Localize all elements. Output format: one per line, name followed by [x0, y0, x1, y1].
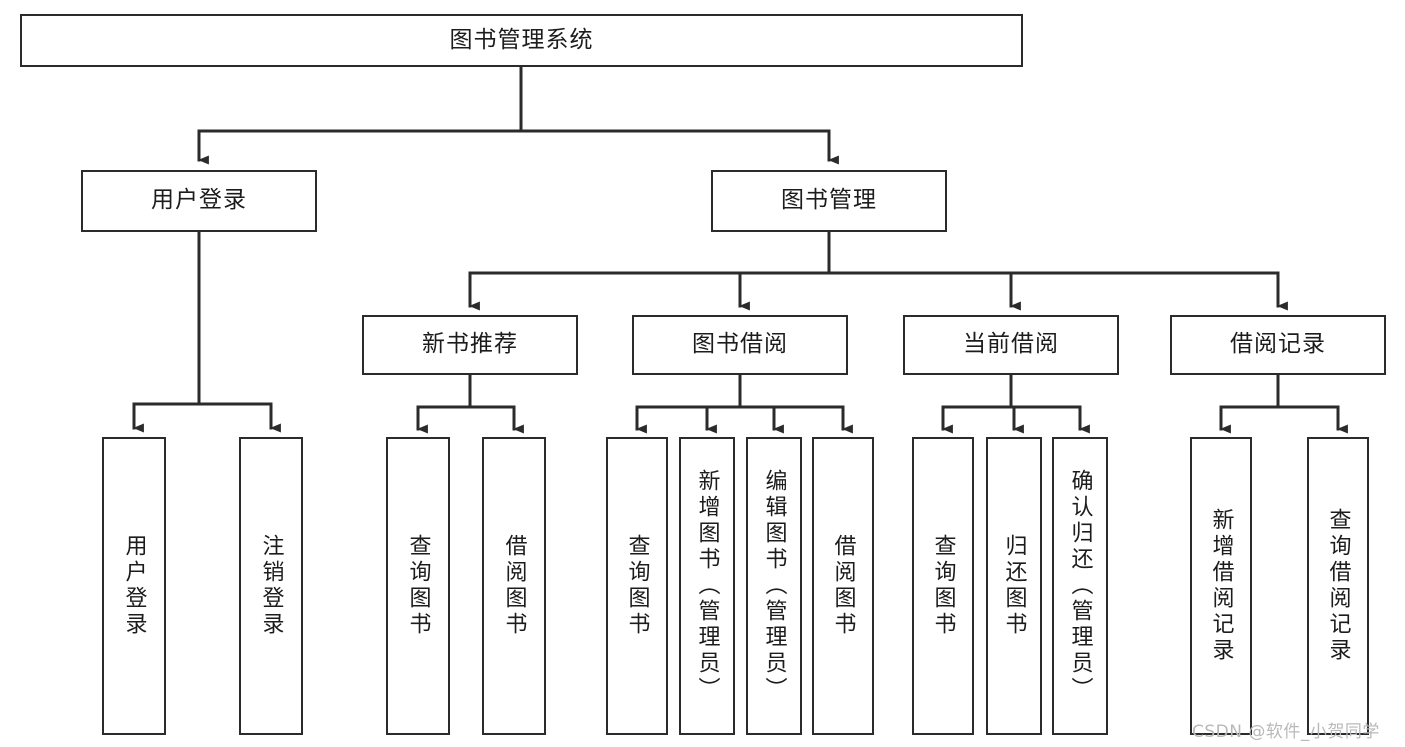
node-book-borrow[interactable]: 图书借阅: [632, 315, 848, 375]
node-user-login-label: 用户登录: [151, 187, 247, 214]
node-leaf-borrow-book-recommend-label: 借阅图书: [501, 534, 527, 638]
node-leaf-return-book-label: 归还图书: [1001, 534, 1027, 638]
node-leaf-edit-book-admin-label: 编辑图书（管理员）: [761, 469, 787, 703]
node-leaf-add-book-admin[interactable]: 新增图书（管理员）: [679, 437, 735, 735]
node-borrow-record-label: 借阅记录: [1230, 331, 1326, 358]
node-leaf-user-login-label: 用户登录: [121, 534, 147, 638]
node-leaf-edit-book-admin[interactable]: 编辑图书（管理员）: [746, 437, 802, 735]
node-leaf-add-book-admin-label: 新增图书（管理员）: [694, 469, 720, 703]
node-leaf-borrow-book-borrow-label: 借阅图书: [830, 534, 856, 638]
node-current-borrow-label: 当前借阅: [963, 331, 1059, 358]
node-leaf-query-book-recommend[interactable]: 查询图书: [386, 437, 450, 735]
node-leaf-logout[interactable]: 注销登录: [239, 437, 303, 735]
node-new-book-recommend-label: 新书推荐: [422, 331, 518, 358]
node-leaf-borrow-book-recommend[interactable]: 借阅图书: [482, 437, 546, 735]
node-leaf-query-book-recommend-label: 查询图书: [405, 534, 431, 638]
node-root-label: 图书管理系统: [449, 26, 594, 53]
node-leaf-query-book-borrow[interactable]: 查询图书: [606, 437, 668, 735]
node-root[interactable]: 图书管理系统: [20, 14, 1023, 67]
node-leaf-query-book-borrow-label: 查询图书: [624, 534, 650, 638]
node-leaf-add-borrow-record[interactable]: 新增借阅记录: [1190, 437, 1252, 735]
node-leaf-borrow-book-borrow[interactable]: 借阅图书: [812, 437, 874, 735]
node-book-management[interactable]: 图书管理: [711, 170, 947, 232]
node-user-login[interactable]: 用户登录: [81, 170, 317, 232]
node-borrow-record[interactable]: 借阅记录: [1170, 315, 1386, 375]
node-new-book-recommend[interactable]: 新书推荐: [362, 315, 578, 375]
node-leaf-confirm-return-admin-label: 确认归还（管理员）: [1067, 469, 1093, 703]
node-book-management-label: 图书管理: [781, 187, 877, 214]
node-leaf-query-book-current-label: 查询图书: [930, 534, 956, 638]
node-leaf-confirm-return-admin[interactable]: 确认归还（管理员）: [1052, 437, 1108, 735]
node-leaf-add-borrow-record-label: 新增借阅记录: [1208, 508, 1234, 664]
node-leaf-query-borrow-record[interactable]: 查询借阅记录: [1307, 437, 1369, 735]
node-leaf-query-borrow-record-label: 查询借阅记录: [1325, 508, 1351, 664]
node-leaf-return-book[interactable]: 归还图书: [986, 437, 1042, 735]
node-leaf-query-book-current[interactable]: 查询图书: [912, 437, 974, 735]
node-leaf-user-login[interactable]: 用户登录: [102, 437, 166, 735]
node-current-borrow[interactable]: 当前借阅: [903, 315, 1119, 375]
node-book-borrow-label: 图书借阅: [692, 331, 788, 358]
csdn-watermark: CSDN @软件_小贺同学: [1192, 722, 1380, 742]
node-leaf-logout-label: 注销登录: [258, 534, 284, 638]
